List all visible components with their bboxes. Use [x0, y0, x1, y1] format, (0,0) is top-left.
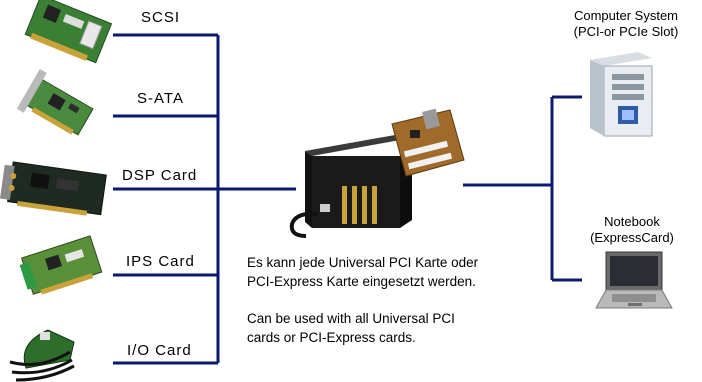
computer-label-line2: (PCI-or PCIe Slot): [573, 24, 679, 39]
notebook-label-line1: Notebook: [604, 214, 660, 229]
computer-label: Computer System (PCI-or PCIe Slot): [551, 8, 701, 40]
notebook-label-line2: (ExpressCard): [590, 230, 674, 245]
dsp-card-icon: [0, 161, 107, 216]
scsi-card-icon: [24, 0, 113, 64]
description-german: Es kann jede Universal PCI Karte oder PC…: [247, 253, 547, 291]
ips-card-icon: [19, 235, 103, 295]
notebook-icon: [595, 251, 673, 309]
computer-tower-icon: [590, 52, 653, 137]
sata-card-icon: [16, 68, 94, 136]
label-scsi: SCSI: [141, 9, 181, 26]
expansion-chassis-icon: [289, 135, 412, 238]
description-german-line1: Es kann jede Universal PCI Karte oder: [247, 255, 479, 270]
io-card-icon: [9, 329, 75, 382]
label-dsp-card: DSP Card: [122, 167, 198, 184]
description-english-line1: Can be used with all Universal PCI: [247, 311, 455, 326]
notebook-label: Notebook (ExpressCard): [572, 214, 692, 246]
description-german-line2: PCI-Express Karte eingesetzt werden.: [247, 274, 476, 289]
computer-label-line1: Computer System: [573, 8, 679, 23]
label-io-card: I/O Card: [127, 342, 192, 359]
description-english-line2: cards or PCI-Express cards.: [247, 330, 416, 345]
label-ips-card: IPS Card: [126, 253, 195, 270]
adapter-board-icon: [391, 108, 465, 177]
label-sata: S-ATA: [137, 90, 184, 107]
description-english: Can be used with all Universal PCI cards…: [247, 309, 547, 347]
